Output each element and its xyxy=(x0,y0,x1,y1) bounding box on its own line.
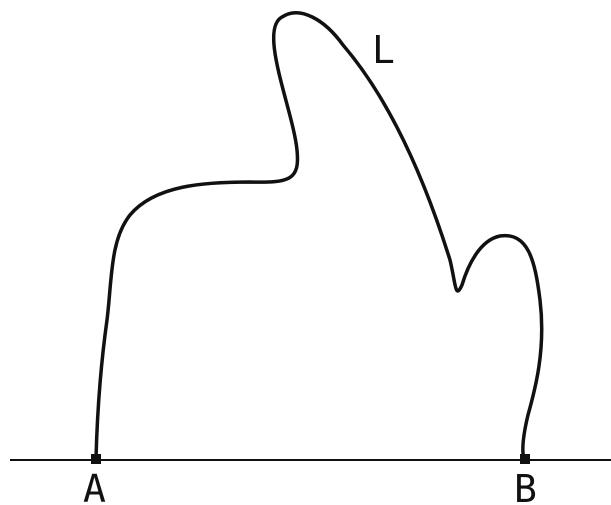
curve-label: L xyxy=(372,28,395,72)
point-b-label: B xyxy=(514,467,537,505)
curve-l xyxy=(94,11,544,461)
point-a-label: A xyxy=(83,467,106,505)
point-a-marker xyxy=(91,454,101,464)
point-b-marker xyxy=(520,454,530,464)
